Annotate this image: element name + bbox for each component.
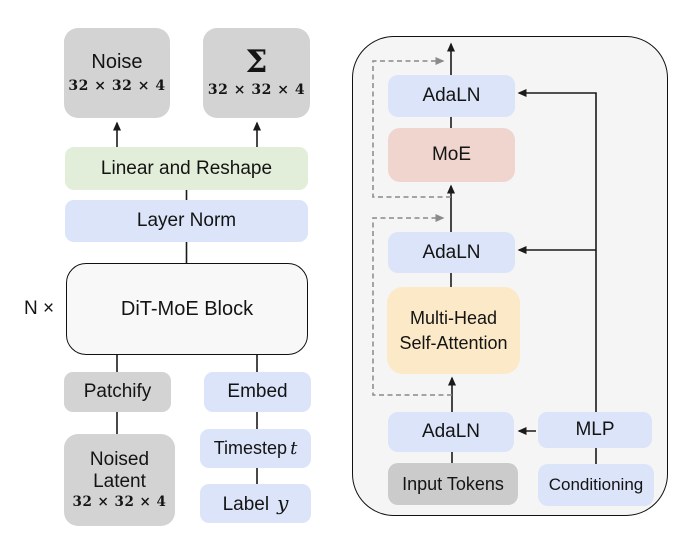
noise-dims: 32 × 32 × 4: [68, 78, 166, 95]
label-box: Label y: [200, 484, 311, 523]
linear-reshape-label: Linear and Reshape: [100, 157, 273, 179]
noise-title: Noise: [91, 51, 143, 74]
noised-latent-dims: 32 × 32 × 4: [72, 494, 167, 511]
noised-latent-box: Noised Latent 32 × 32 × 4: [64, 434, 175, 526]
layer-norm-box: Layer Norm: [65, 200, 308, 242]
linear-reshape-box: Linear and Reshape: [65, 147, 308, 190]
adaln-bottom-box: AdaLN: [388, 412, 514, 452]
embed-label: Embed: [227, 381, 288, 403]
dit-moe-block-label: DiT-MoE Block: [120, 297, 254, 320]
adaln-bottom-label: AdaLN: [421, 421, 481, 443]
sum-output-box: Σ 32 × 32 × 4: [203, 28, 310, 118]
adaln-top-box: AdaLN: [388, 75, 515, 117]
adaln-mid-box: AdaLN: [388, 232, 515, 273]
timestep-variable: t: [290, 437, 298, 459]
mhsa-label-line1: Multi-Head: [409, 308, 498, 329]
timestep-label: Timestep: [213, 437, 288, 458]
input-tokens-box: Input Tokens: [388, 463, 518, 505]
input-tokens-label: Input Tokens: [402, 473, 504, 494]
label-variable: y: [277, 490, 289, 515]
noise-output-box: Noise 32 × 32 × 4: [64, 28, 170, 118]
mlp-label: MLP: [575, 419, 615, 441]
dit-moe-block-box: DiT-MoE Block: [66, 263, 308, 355]
multi-head-self-attention-box: Multi-Head Self-Attention: [387, 287, 520, 374]
embed-box: Embed: [204, 372, 311, 412]
sum-dims: 32 × 32 × 4: [207, 82, 306, 99]
sigma-symbol: Σ: [245, 44, 268, 81]
label-label: Label: [222, 493, 270, 515]
layer-norm-label: Layer Norm: [136, 210, 237, 232]
patchify-box: Patchify: [64, 372, 171, 412]
moe-box: MoE: [388, 128, 515, 182]
timestep-box: Timestep t: [200, 429, 311, 468]
moe-label: MoE: [431, 144, 472, 166]
repeat-count-label: N ×: [23, 298, 55, 320]
noised-latent-title: Noised Latent: [89, 449, 150, 493]
conditioning-label: Conditioning: [548, 475, 644, 495]
adaln-mid-label: AdaLN: [422, 241, 481, 263]
adaln-top-label: AdaLN: [422, 85, 481, 107]
mlp-box: MLP: [538, 412, 652, 448]
patchify-label: Patchify: [83, 381, 152, 403]
mhsa-label-line2: Self-Attention: [399, 332, 508, 353]
conditioning-box: Conditioning: [538, 464, 654, 506]
